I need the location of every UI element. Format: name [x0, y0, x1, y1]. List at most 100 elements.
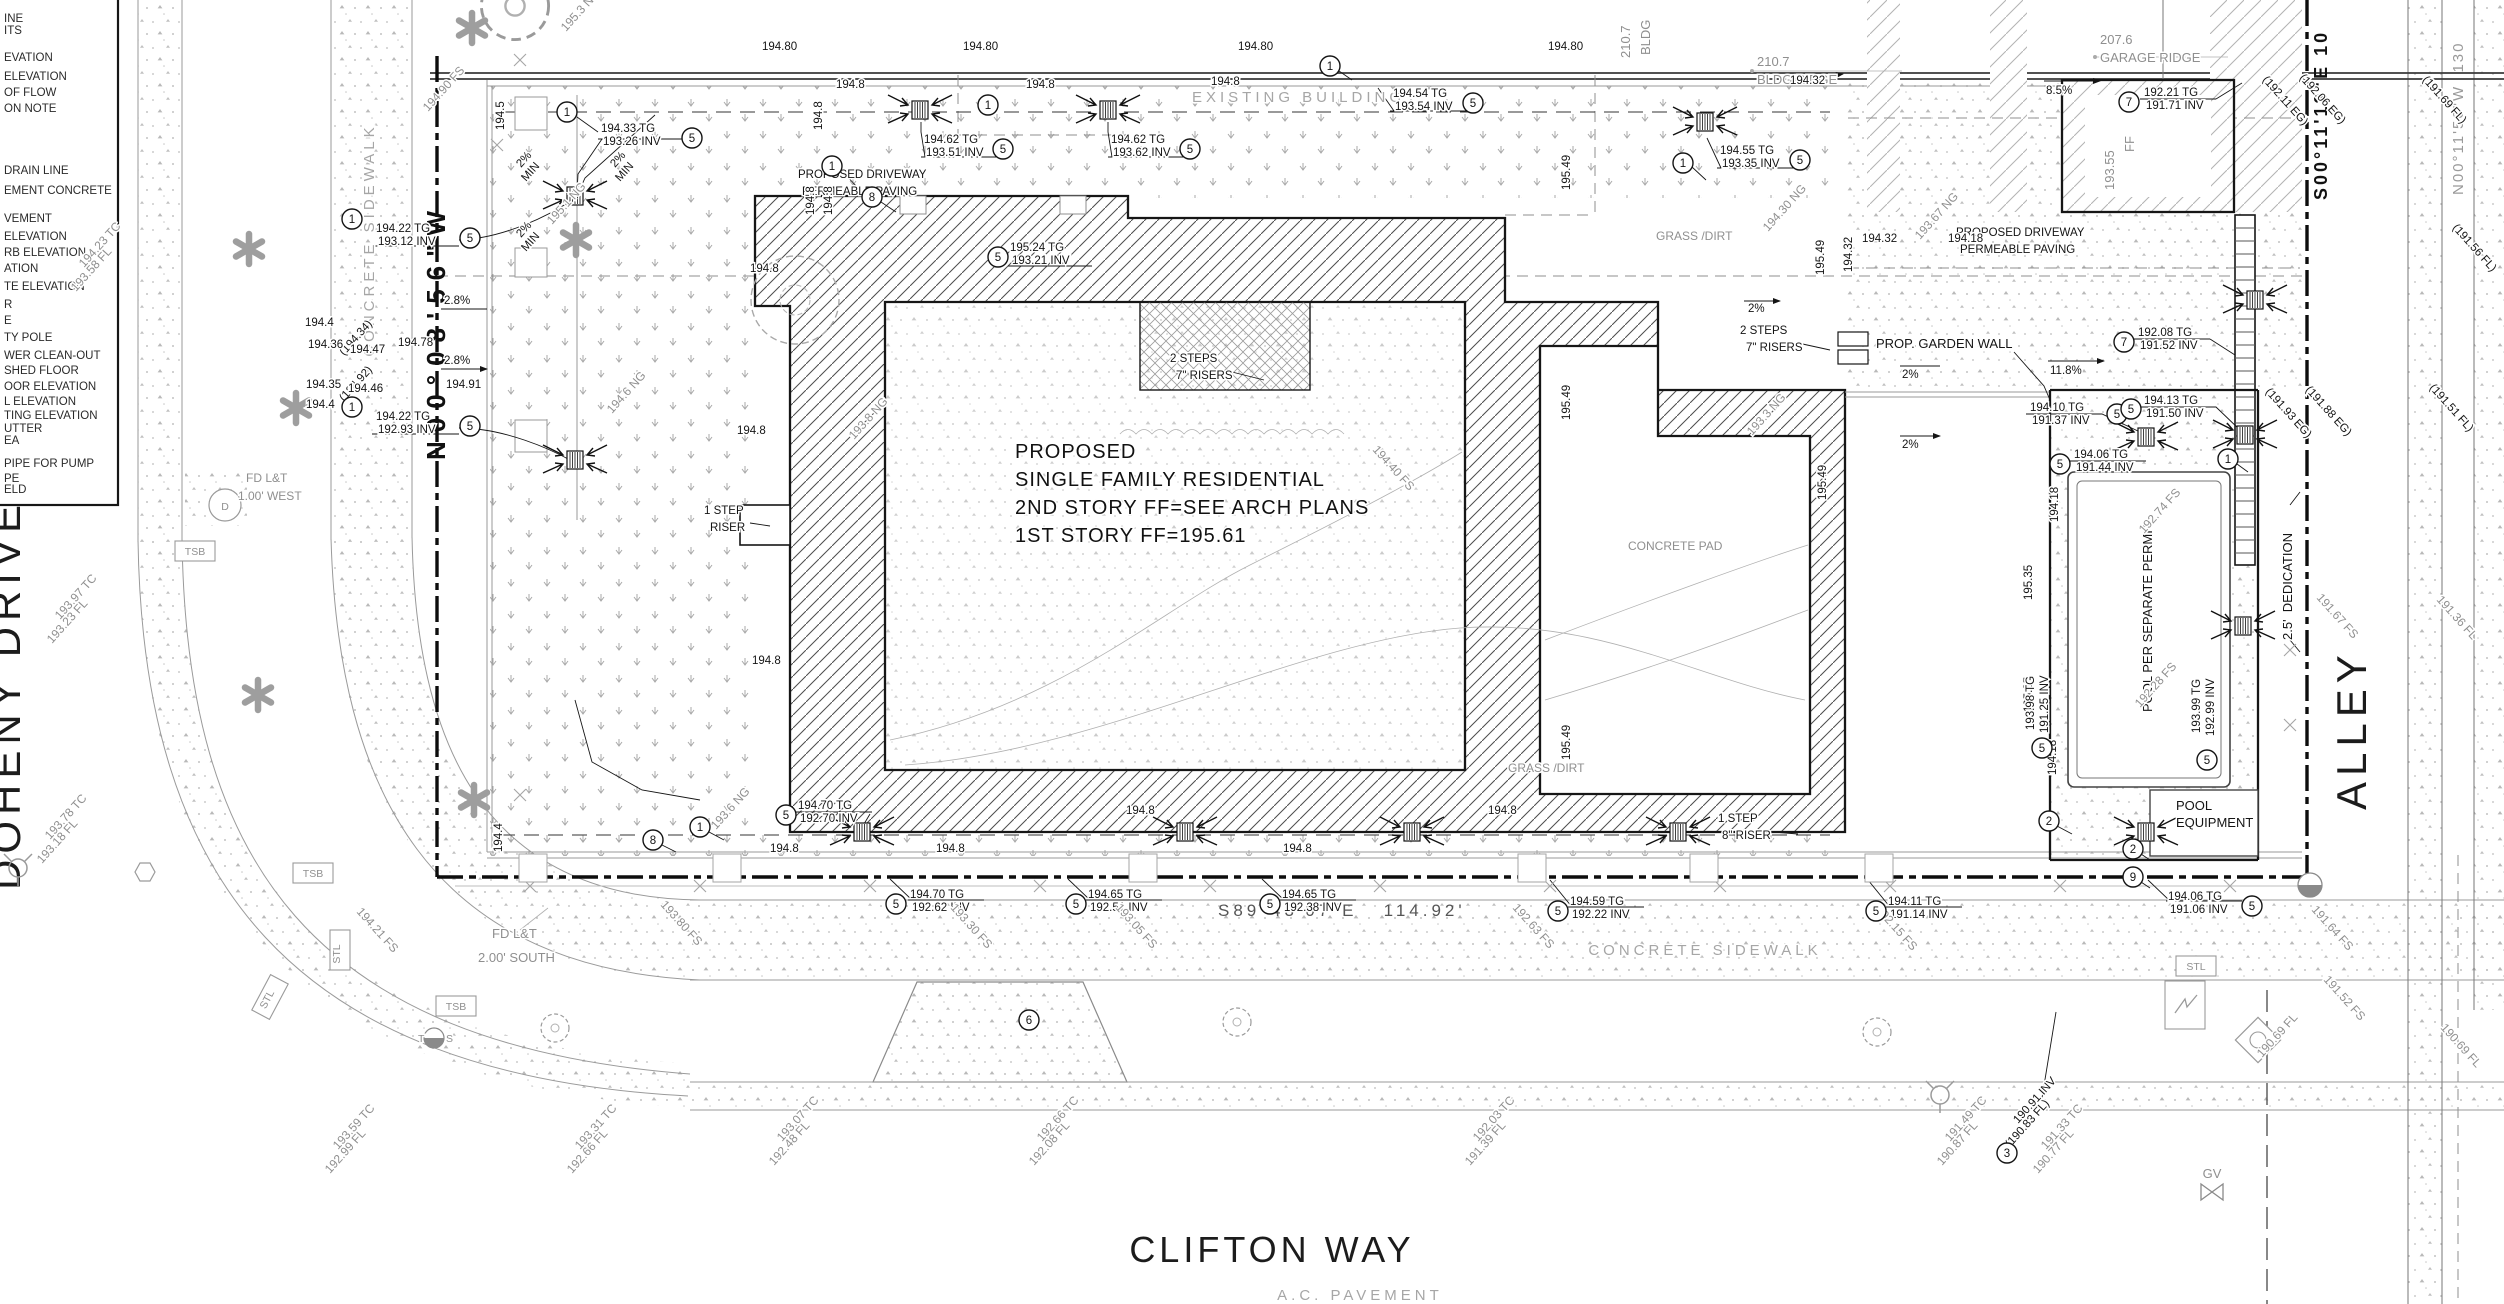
ast-symbol [245, 680, 271, 710]
annotation-label: 195.49 [1815, 240, 1827, 275]
annotation-label: TSB [185, 546, 205, 558]
legend-item: R [4, 299, 12, 311]
annotation-label: 7" RISERS [1176, 370, 1233, 382]
svg-text:5: 5 [2057, 459, 2063, 471]
annotation-label: 210.7 [1757, 54, 1790, 69]
annotation-label: 194.54 TG [1393, 88, 1447, 100]
annotation-label: 195.49 [1561, 155, 1573, 190]
annotation-label: FF [2122, 136, 2137, 152]
annotation-label: 194.70 TG [910, 889, 964, 901]
annotation-label: 194.32 [1862, 233, 1897, 245]
building-footprint [514, 78, 2260, 862]
keynote-8: 8 [642, 829, 664, 851]
keynote-5: 5 [775, 804, 797, 826]
legend-item: RB ELEVATION [4, 247, 86, 259]
annotation-label: 194.8 [1488, 805, 1517, 817]
xm-symbol [2283, 643, 2297, 657]
annotation-label: 2.00' SOUTH [478, 950, 555, 965]
svg-text:5: 5 [1000, 144, 1006, 156]
annotation-label: 194.91 [446, 379, 481, 391]
tree-symbol [1862, 1017, 1892, 1047]
svg-text:5: 5 [995, 252, 1001, 264]
annotation-label: 195.49 [1817, 465, 1829, 500]
svg-text:8: 8 [869, 192, 875, 204]
svg-text:5: 5 [1555, 906, 1561, 918]
legend-item: ON NOTE [4, 103, 57, 115]
post-symbol [712, 853, 742, 883]
annotation-label: 192.22 INV [1572, 909, 1630, 921]
legend-item: ITS [4, 25, 22, 37]
legend-item: PIPE FOR PUMP [4, 458, 94, 470]
annotation-label: 193.51 INV [926, 147, 984, 159]
svg-text:1: 1 [349, 402, 355, 414]
svg-text:5: 5 [467, 421, 473, 433]
annotation-label: 194.8 [813, 101, 825, 130]
tree-symbol [540, 1013, 570, 1043]
keynote-1: 1 [2217, 448, 2239, 470]
legend-item: EA [4, 435, 20, 447]
svg-text:1: 1 [829, 161, 835, 173]
annotation-label: 207.6 [2100, 32, 2133, 47]
annotation-label: 7" RISERS [1746, 342, 1803, 354]
svg-text:5: 5 [2114, 409, 2120, 421]
keynote-5: 5 [987, 246, 1009, 268]
bearing-east: S00°11'13"E 10 [2311, 30, 2331, 200]
annotation-label: 194.8 [752, 655, 781, 667]
annotation-label: 195.3 NG [558, 0, 603, 34]
annotation-label: 194.8 [805, 186, 817, 215]
project-note-line1: PROPOSED [1015, 441, 1136, 463]
svg-text:5: 5 [1073, 899, 1079, 911]
annotation-label: 194.47 [350, 344, 385, 356]
annotation-label: 195.24 TG [1010, 242, 1064, 254]
annotation-label: 191.71 INV [2146, 100, 2204, 112]
paving-layer [138, 0, 2504, 1304]
annotation-label: GV [2203, 1166, 2222, 1181]
annotation-label: 194.11 TG [1888, 896, 1941, 908]
keynote-7: 7 [2113, 331, 2135, 353]
annotation-label: 1 STEP [1718, 813, 1758, 825]
annotation-label: 191.50 INV [2146, 408, 2204, 420]
svg-text:2: 2 [2130, 844, 2136, 856]
annotation-label: 192.51 INV [1090, 902, 1148, 914]
annotation-label: PERMEABLE PAVING [1960, 244, 2075, 256]
annotation-label: TSB [446, 1001, 466, 1013]
keynote-1: 1 [977, 94, 999, 116]
annotation-label: TSB [303, 868, 323, 880]
legend-item: ELEVATION [4, 231, 67, 243]
svg-text:5: 5 [2249, 901, 2255, 913]
annotation-label: 193.12 INV [378, 236, 436, 248]
keynote-5: 5 [2196, 749, 2218, 771]
annotation-label: 2 STEPS [1170, 353, 1218, 365]
annotation-label: 194.80 [1548, 41, 1583, 53]
svg-text:8: 8 [650, 835, 656, 847]
annotation-label: 192.70 INV [800, 813, 858, 825]
annotation-label: 195.49 [1561, 725, 1573, 760]
keynote-7: 7 [2118, 91, 2140, 113]
pool-label: POOL PER SEPARATE PERMIT [2140, 522, 2155, 712]
annotation-label: 193.98 TG [2025, 676, 2037, 730]
annotation-label: 194.8 [1026, 79, 1055, 91]
keynote-1: 1 [556, 101, 578, 123]
keynote-2: 2 [2122, 838, 2144, 860]
project-note-line3: 2ND STORY FF=SEE ARCH PLANS [1015, 497, 1369, 519]
pool [2048, 388, 2260, 862]
annotation-label: D [221, 501, 229, 513]
keynote-8: 8 [861, 186, 883, 208]
annotation-label: GRASS /DIRT [1508, 761, 1585, 775]
annotation-label: 194.18 [1948, 233, 1983, 245]
svg-text:7: 7 [2121, 337, 2127, 349]
annotation-label: 8.5% [2046, 85, 2072, 97]
keynote-5: 5 [1865, 900, 1887, 922]
svg-text:1: 1 [1327, 61, 1333, 73]
annotation-label: 193.54 INV [1395, 101, 1453, 113]
annotation-label: 191.67 FS [2314, 591, 2361, 642]
garden-wall-label: PROP. GARDEN WALL [1876, 336, 2013, 351]
keynote-2: 2 [2038, 810, 2060, 832]
annotation-label: 194.8 [750, 263, 779, 275]
tree-symbol [479, 0, 551, 42]
annotation-label: 194.06 TG [2074, 449, 2128, 461]
street-alley: ALLEY [2328, 649, 2375, 810]
keynote-9: 9 [2122, 866, 2144, 888]
annotation-label: 194.21 FS [354, 905, 401, 956]
